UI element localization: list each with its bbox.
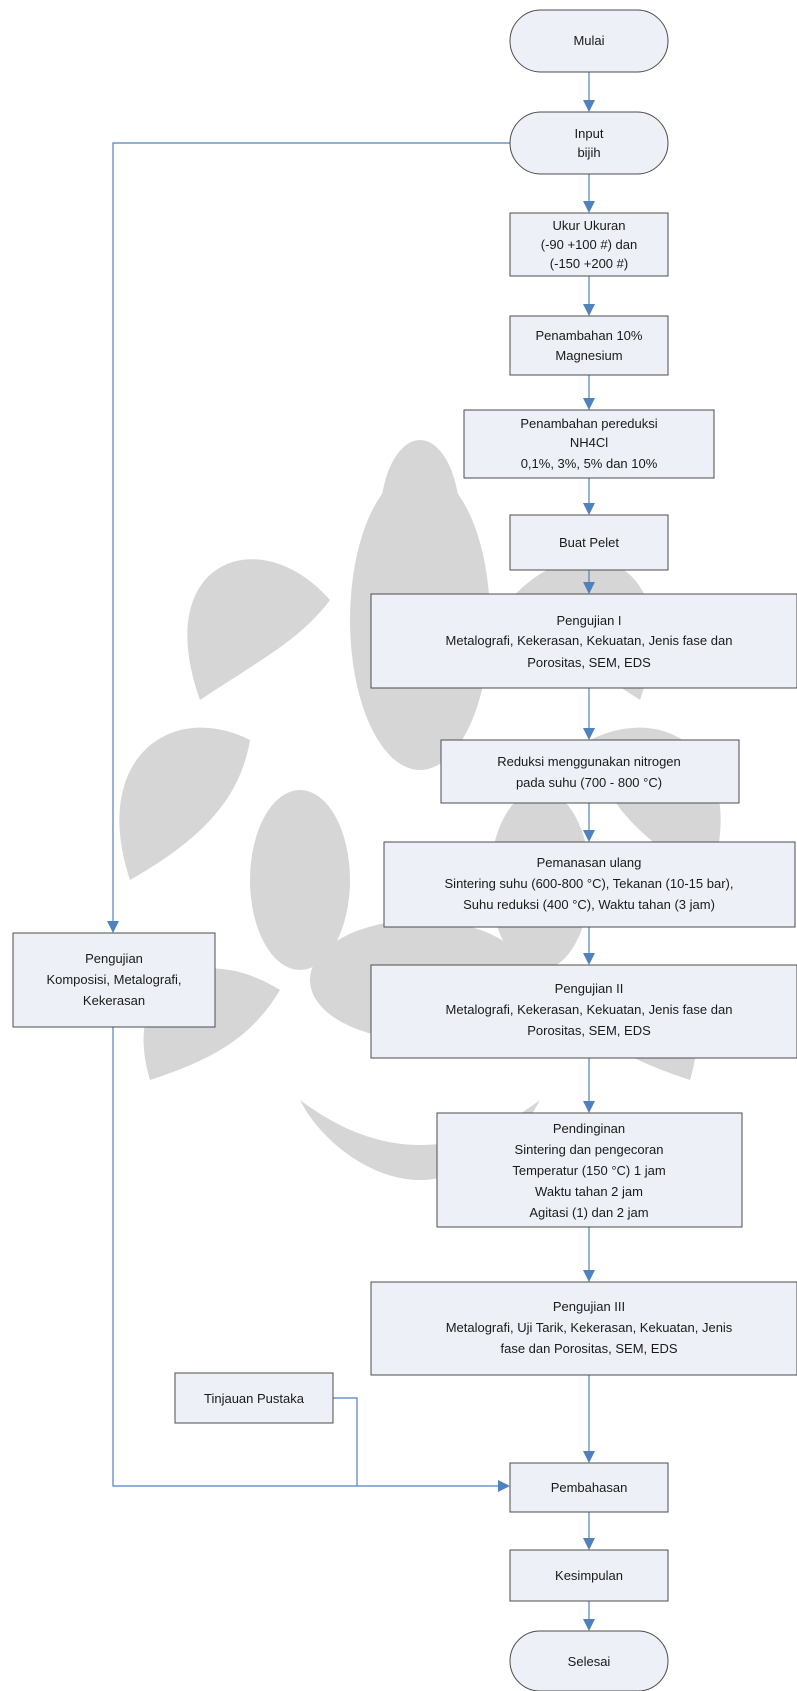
holding-line-5: Agitasi (1) dan 2 jam [529,1205,648,1220]
test-3-box: Pengujian III Metalografi, Uji Tarik, Ke… [370,1281,797,1376]
sintering-line-3: Suhu reduksi (400 °C), Waktu tahan (3 ja… [463,897,715,912]
end-terminator: Selesai [509,1630,669,1691]
end-label: Selesai [568,1654,611,1669]
holding-line-1: Pendinginan [553,1121,625,1136]
magnesium-box: Penambahan 10% Magnesium [509,315,669,376]
reduction-line-1: Reduksi menggunakan nitrogen [497,754,681,769]
reductant-line-3: 0,1%, 3%, 5% dan 10% [521,456,658,471]
input-line-1: Input [575,126,604,141]
sintering-box: Pemanasan ulang Sintering suhu (600-800 … [383,841,796,928]
connectors [107,72,595,1631]
side-test-line-2: Komposisi, Metalografi, [46,972,181,987]
test-1-box: Pengujian I Metalografi, Kekerasan, Keku… [370,593,797,689]
literature-label: Tinjauan Pustaka [204,1391,305,1406]
holding-line-3: Temperatur (150 °C) 1 jam [512,1163,665,1178]
reductant-box: Penambahan pereduksi NH4Cl 0,1%, 3%, 5% … [463,409,715,479]
side-test-line-1: Pengujian [85,951,143,966]
sintering-line-2: Sintering suhu (600-800 °C), Tekanan (10… [445,876,734,891]
test-1-line-3: Porositas, SEM, EDS [527,655,651,670]
test-3-line-1: Pengujian III [553,1299,625,1314]
magnesium-line-1: Penambahan 10% [536,328,643,343]
start-terminator: Mulai [509,9,669,73]
test-2-box: Pengujian II Metalografi, Kekerasan, Kek… [370,964,797,1059]
pellet-label: Buat Pelet [559,535,619,550]
holding-line-4: Waktu tahan 2 jam [535,1184,643,1199]
sizing-line-2: (-90 +100 #) dan [541,237,637,252]
test-3-line-3: fase dan Porositas, SEM, EDS [500,1341,677,1356]
test-2-line-1: Pengujian II [555,981,624,996]
pellet-box: Buat Pelet [509,514,669,571]
input-line-2: bijih [577,145,600,160]
sizing-box: Ukur Ukuran (-90 +100 #) dan (-150 +200 … [509,212,669,277]
holding-box: Pendinginan Sintering dan pengecoran Tem… [436,1112,743,1228]
discussion-label: Pembahasan [551,1480,628,1495]
test-1-line-2: Metalografi, Kekerasan, Kekuatan, Jenis … [446,633,733,648]
conclusion-box: Kesimpulan [509,1549,669,1602]
test-3-line-2: Metalografi, Uji Tarik, Kekerasan, Kekua… [446,1320,733,1335]
test-2-line-3: Porositas, SEM, EDS [527,1023,651,1038]
input-terminator: Input bijih [509,111,669,175]
side-test-line-3: Kekerasan [83,993,145,1008]
literature-box: Tinjauan Pustaka [174,1372,334,1424]
reductant-line-2: NH4Cl [570,435,608,450]
sizing-line-3: (-150 +200 #) [550,256,628,271]
magnesium-line-2: Magnesium [555,348,622,363]
reduction-box: Reduksi menggunakan nitrogen pada suhu (… [440,739,740,804]
test-2-line-2: Metalografi, Kekerasan, Kekuatan, Jenis … [446,1002,733,1017]
reduction-line-2: pada suhu (700 - 800 °C) [516,775,662,790]
sizing-line-1: Ukur Ukuran [553,218,626,233]
discussion-box: Pembahasan [509,1462,669,1513]
reductant-line-1: Penambahan pereduksi [520,416,657,431]
test-1-line-1: Pengujian I [556,613,621,628]
start-label: Mulai [573,33,604,48]
side-test-box: Pengujian Komposisi, Metalografi, Kekera… [12,932,216,1028]
conclusion-label: Kesimpulan [555,1568,623,1583]
sintering-line-1: Pemanasan ulang [537,855,642,870]
holding-line-2: Sintering dan pengecoran [515,1142,664,1157]
